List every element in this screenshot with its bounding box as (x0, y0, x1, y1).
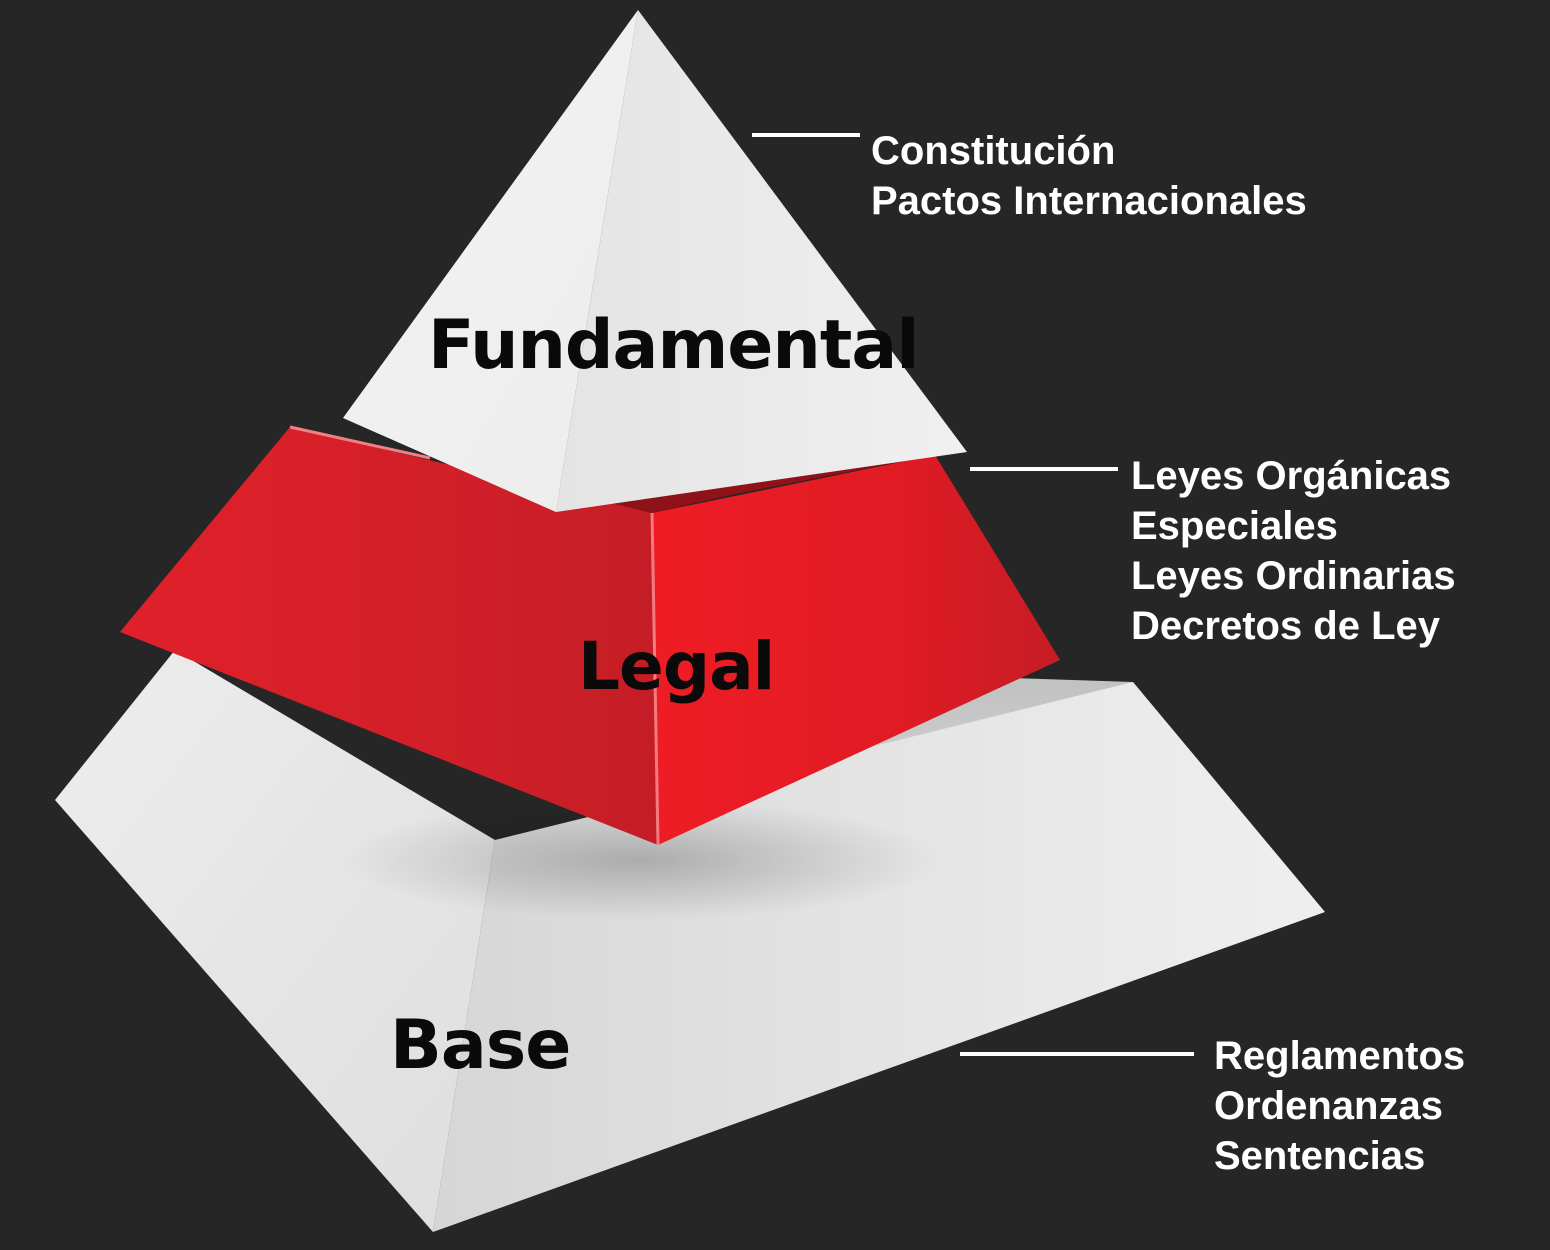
callout-item: Decretos de Ley (1131, 604, 1441, 648)
callout-item: Ordenanzas (1214, 1084, 1443, 1128)
callout-item: Especiales (1131, 504, 1338, 548)
callout-item: Leyes Orgánicas (1131, 454, 1452, 498)
callout-item: Reglamentos (1214, 1034, 1466, 1078)
callout-item: Sentencias (1214, 1134, 1426, 1178)
tier-legal (120, 425, 1060, 846)
tier-label-legal: Legal (578, 628, 775, 705)
callout-item: Pactos Internacionales (871, 179, 1307, 223)
legal-right-face (652, 455, 1060, 845)
legal-edge-highlight (650, 512, 660, 846)
legal-shadow (340, 800, 940, 920)
leader-line-fundamental (752, 133, 860, 137)
tier-label-base: Base (390, 1006, 571, 1085)
fundamental-left-face (343, 10, 638, 512)
tier-fundamental (343, 10, 967, 512)
legal-left-face (120, 427, 658, 845)
callout-item: Leyes Ordinarias (1131, 554, 1456, 598)
fundamental-right-face (556, 10, 967, 512)
base-left-face (55, 650, 495, 1232)
leader-line-base (960, 1052, 1194, 1056)
callout-base: Reglamentos Ordenanzas Sentencias (1214, 1031, 1465, 1181)
callout-item: Constitución (871, 129, 1116, 173)
callout-legal: Leyes Orgánicas Especiales Leyes Ordinar… (1131, 451, 1456, 651)
callout-fundamental: Constitución Pactos Internacionales (871, 126, 1307, 226)
leader-line-legal (970, 467, 1118, 471)
legal-edge-highlight-top (289, 425, 431, 460)
tier-label-fundamental: Fundamental (428, 306, 920, 385)
